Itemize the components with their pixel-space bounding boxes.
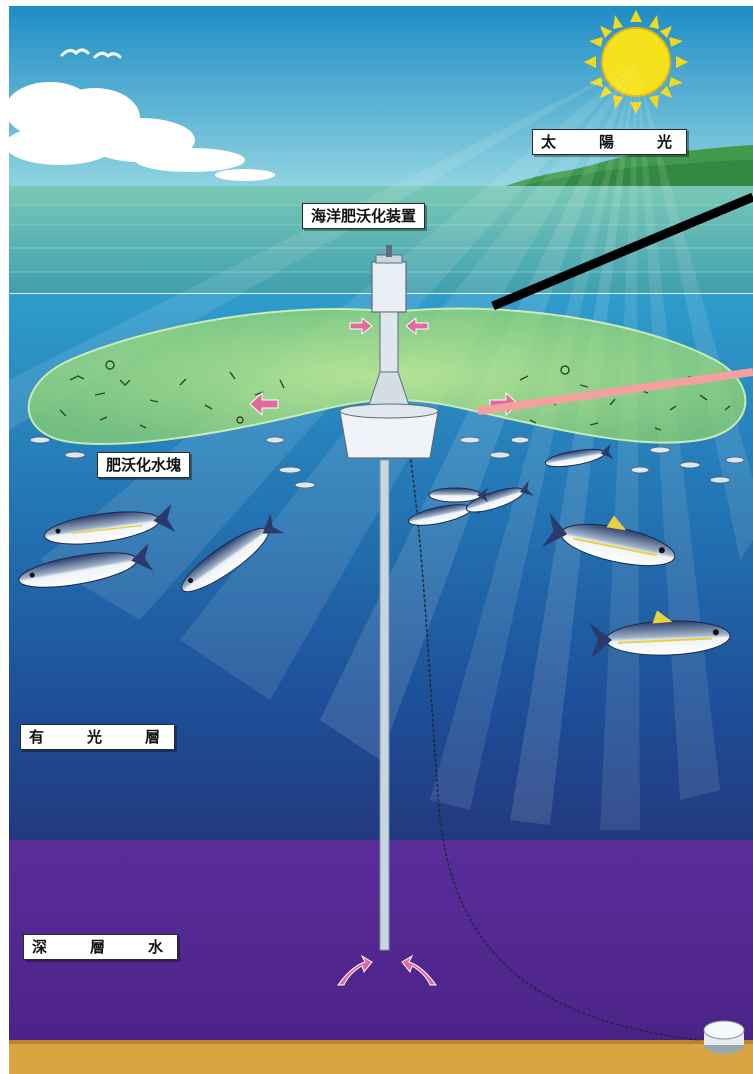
- label-ocean-fertilization-device: 海洋肥沃化装置: [302, 203, 426, 229]
- sun-icon: [584, 10, 688, 114]
- seagull-icon: [60, 48, 122, 59]
- seabed: [9, 1040, 753, 1074]
- cloud-icon: [5, 82, 275, 181]
- buoy-device-icon: [339, 245, 439, 459]
- upwelling-pipe: [379, 459, 390, 951]
- pointer-line-black: [491, 192, 753, 311]
- label-photic-layer: 有 光 層: [20, 724, 176, 750]
- fish-icon: [18, 443, 731, 659]
- pointer-line-pink: [477, 368, 753, 415]
- mooring-line: [409, 454, 701, 1041]
- small-fish: [29, 436, 745, 489]
- label-deep-water: 深 層 水: [23, 934, 179, 960]
- upwelling-arrow-icon: [249, 316, 519, 986]
- label-fertile-water-mass: 肥沃化水塊: [97, 452, 191, 478]
- anchor-weight-icon: [703, 1020, 745, 1054]
- label-sunlight: 太 陽 光: [532, 129, 688, 155]
